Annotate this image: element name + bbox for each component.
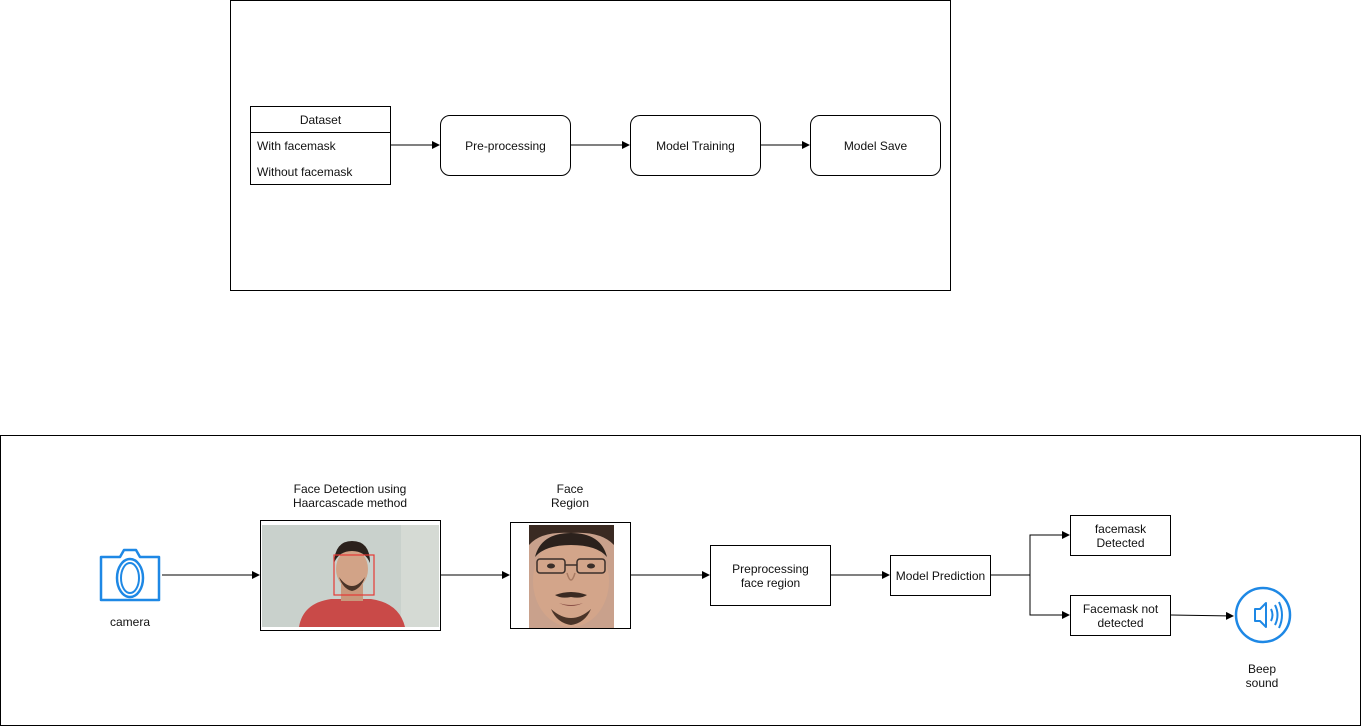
face-region-title-line2: Region	[550, 496, 590, 510]
facemask-detected-line2: Detected	[1096, 535, 1145, 550]
preprocessing-node: Pre-processing	[440, 115, 571, 176]
preprocessing-face-region-node: Preprocessing face region	[710, 545, 831, 606]
face-region-title-line1: Face	[556, 482, 584, 496]
camera-label: camera	[109, 615, 150, 629]
face-detection-image	[260, 520, 441, 631]
preprocessing-face-region-line1: Preprocessing	[732, 561, 809, 576]
arrow-prediction-to-detected	[991, 531, 1070, 576]
camera-icon	[98, 547, 162, 603]
arrow-not-detected-to-beep	[1170, 611, 1234, 620]
face-detection-title-line2: Haarcascade method	[292, 496, 408, 510]
facemask-not-detected-line1: Facemask not	[1082, 601, 1159, 616]
inference-pipeline-frame	[0, 435, 1361, 726]
dataset-item-with-facemask: With facemask	[257, 139, 336, 153]
preprocessing-face-region-line2: face region	[740, 575, 801, 590]
facemask-detected-line1: facemask	[1094, 521, 1147, 536]
arrow-prediction-to-not-detected	[1029, 575, 1070, 619]
facemask-detected-node: facemask Detected	[1070, 515, 1171, 556]
facemask-not-detected-node: Facemask not detected	[1070, 595, 1171, 636]
beep-sound-label-line2: sound	[1245, 676, 1279, 690]
dataset-box: Dataset With facemask Without facemask	[250, 106, 391, 185]
facemask-not-detected-line2: detected	[1097, 615, 1144, 630]
face-detection-title-line1: Face Detection using	[293, 482, 407, 496]
beep-sound-label-line1: Beep	[1247, 662, 1277, 676]
model-training-node: Model Training	[630, 115, 761, 176]
face-region-image	[510, 522, 631, 629]
dataset-header: Dataset	[251, 107, 390, 133]
dataset-item-without-facemask: Without facemask	[257, 165, 353, 179]
model-prediction-node: Model Prediction	[890, 555, 991, 596]
model-save-node: Model Save	[810, 115, 941, 176]
speaker-icon	[1233, 585, 1293, 645]
